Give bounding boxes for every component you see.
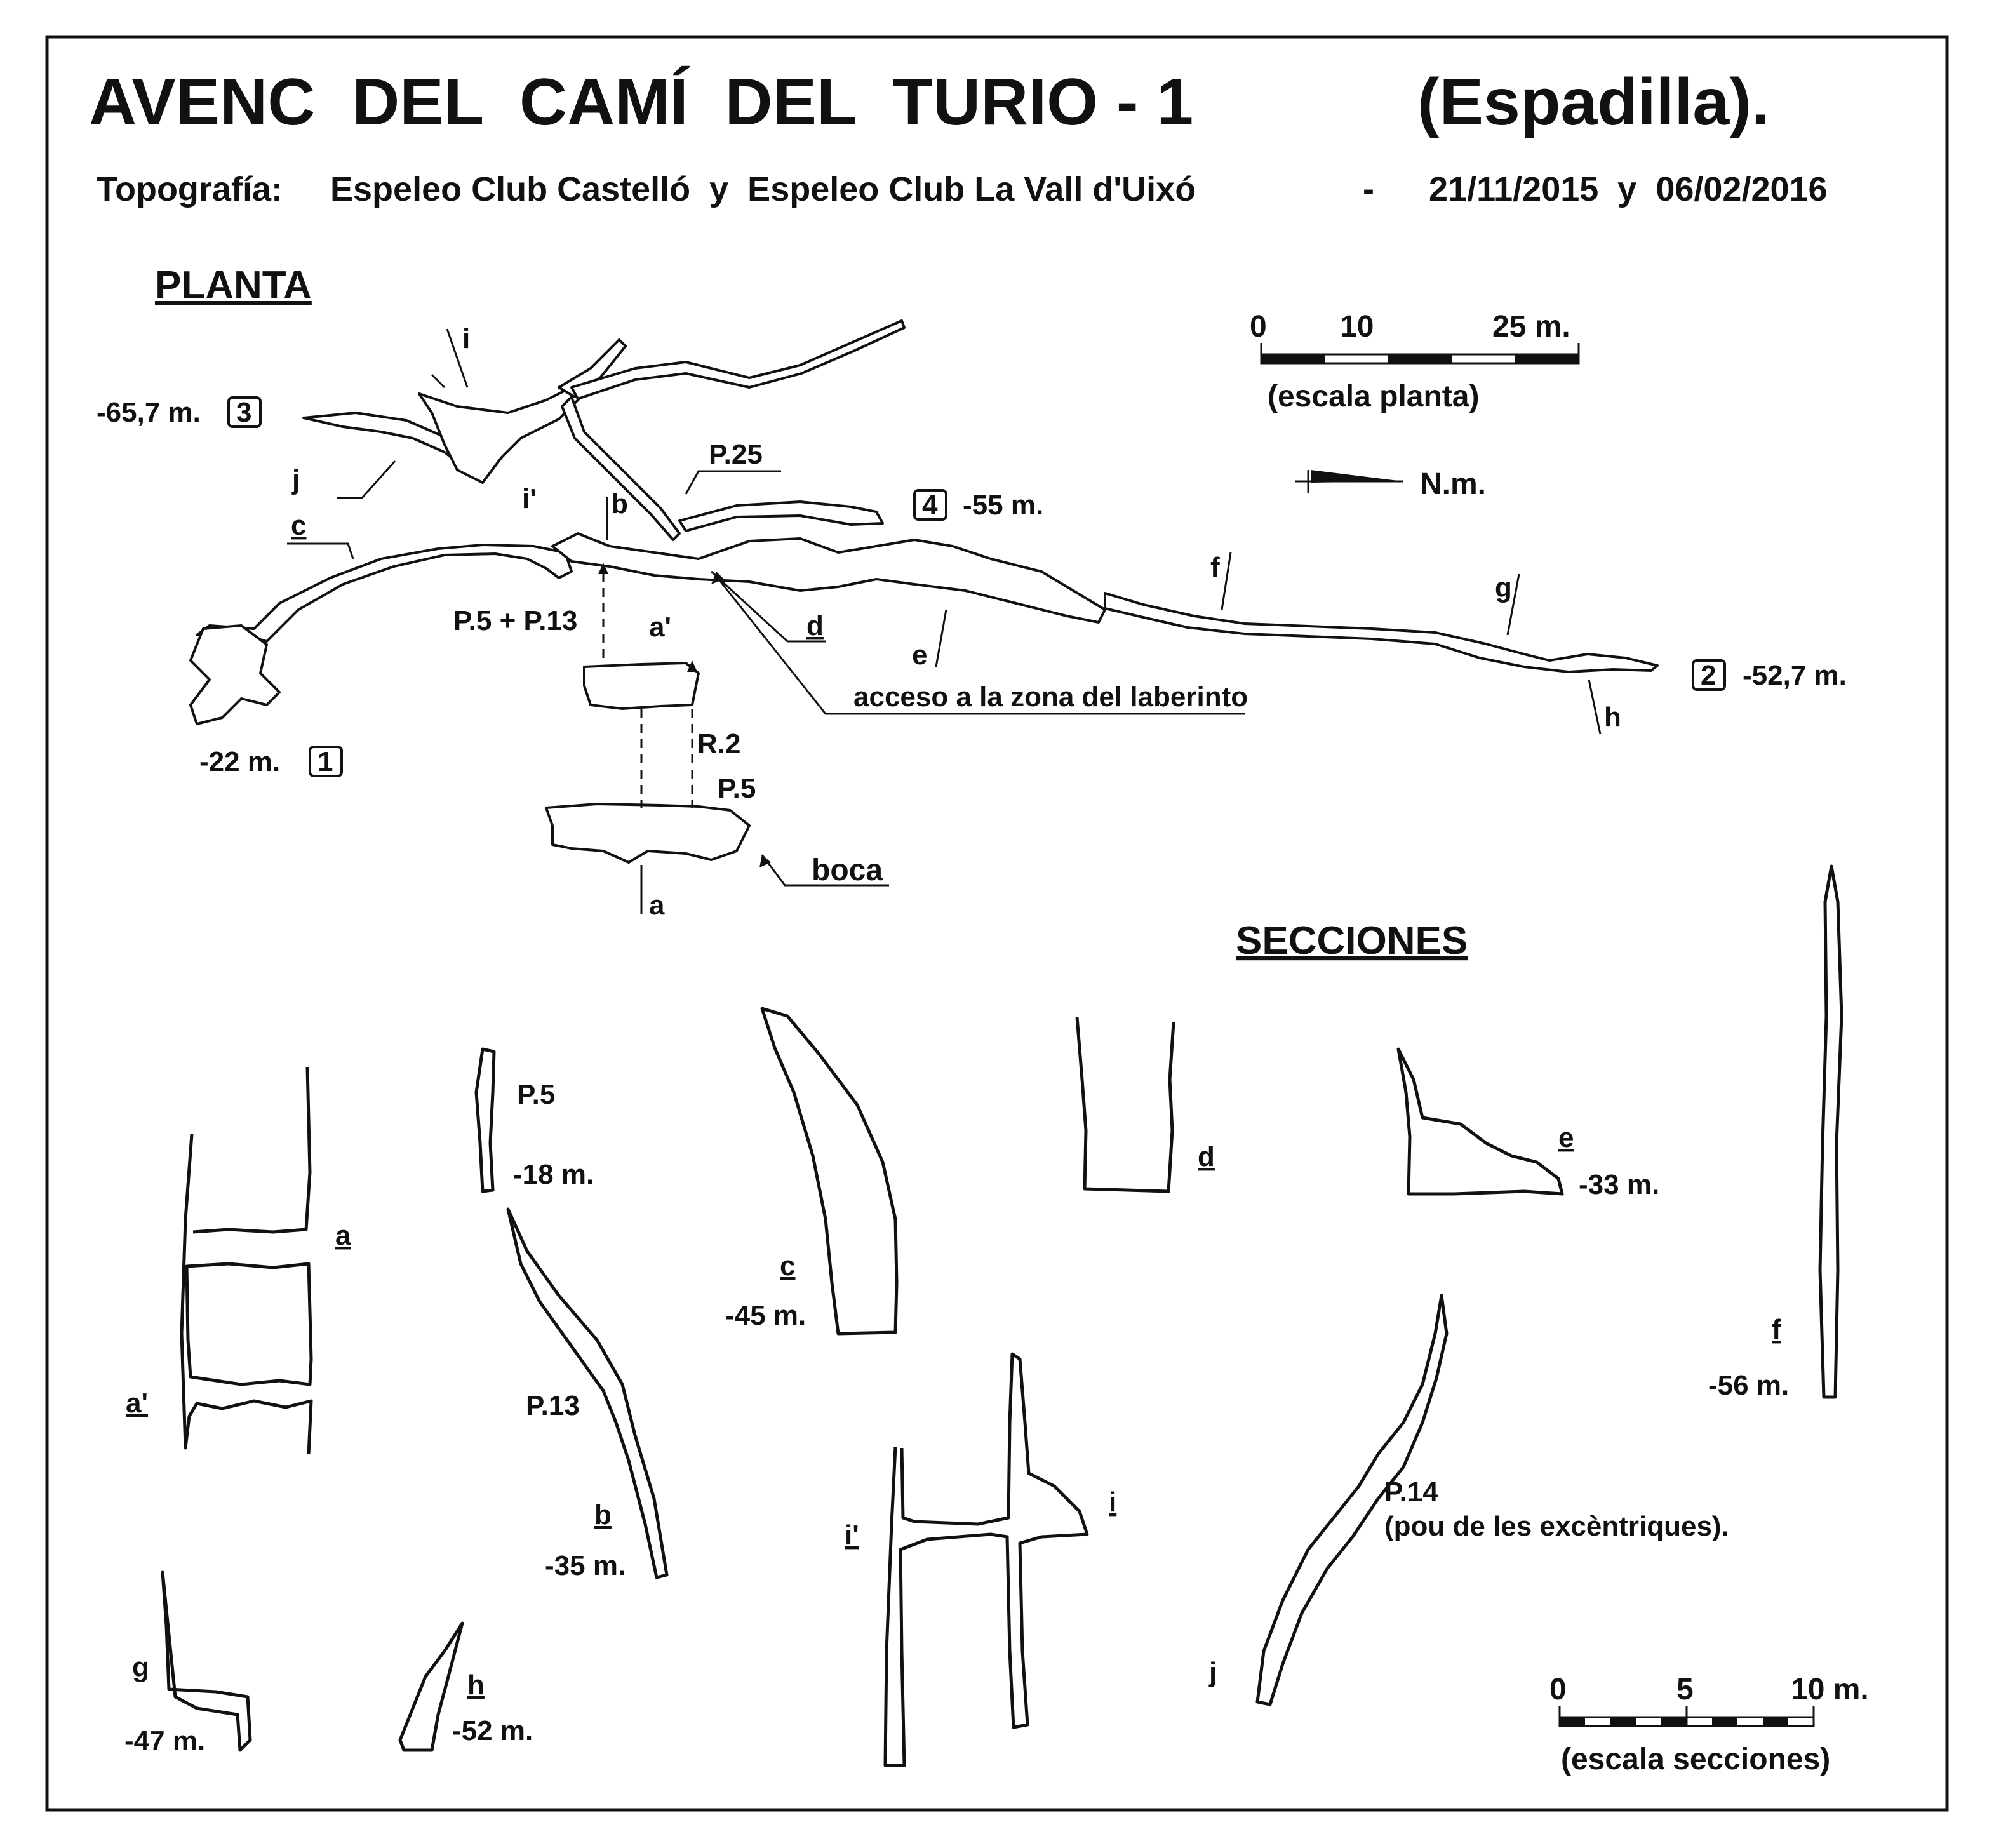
plan-mark-g: g	[1495, 572, 1512, 603]
plan-annotation-lines	[287, 328, 1602, 914]
passage-upper-maze	[418, 386, 585, 484]
survey-title-alt: (Espadilla).	[1417, 65, 1770, 139]
section-label-f: f	[1772, 1314, 1781, 1345]
credits-dates: 21/11/2015 y 06/02/2016	[1429, 170, 1828, 208]
section-g	[161, 1570, 252, 1752]
section-h	[398, 1621, 464, 1752]
passage-upper-long-branch	[570, 319, 906, 400]
plan-mark-a-prime: a'	[649, 612, 671, 643]
sections-heading: SECCIONES	[1236, 919, 1468, 963]
passage-station-4-branch	[678, 500, 884, 532]
svg-text:3: 3	[236, 397, 251, 428]
station-2-marker: 2	[1692, 659, 1726, 691]
passage-entrance-level	[545, 803, 751, 864]
survey-title: AVENC DEL CAMÍ DEL TURIO - 1	[89, 65, 1193, 139]
section-label-e-depth: -33 m.	[1579, 1169, 1659, 1200]
plan-scale-tick-10: 10	[1340, 310, 1374, 344]
sections-scale-caption: (escala secciones)	[1561, 1743, 1830, 1776]
credits-label: Topografía:	[97, 170, 283, 208]
plan-scale-tick-0: 0	[1250, 310, 1267, 344]
section-label-p5: P.5	[517, 1079, 555, 1110]
section-label-a: a	[335, 1220, 351, 1251]
section-e	[1396, 1047, 1564, 1196]
plan-scale-tick-25: 25 m.	[1492, 310, 1570, 344]
station-2-depth: -52,7 m.	[1743, 660, 1847, 691]
section-f	[1818, 864, 1843, 1399]
passage-main-gallery-west	[196, 544, 573, 643]
sections-scale-tick-10: 10 m.	[1791, 1673, 1869, 1706]
passage-northwest-branch	[558, 338, 627, 398]
section-d	[1075, 1017, 1175, 1193]
plan-scale-bar	[1260, 343, 1580, 365]
svg-text:1: 1	[318, 746, 333, 777]
plan-note-labyrinth: acceso a la zona del laberinto	[853, 681, 1248, 713]
section-label-b-depth: -35 m.	[545, 1550, 626, 1581]
plan-note-p25: P.25	[709, 439, 763, 470]
section-label-h-depth: -52 m.	[452, 1715, 533, 1746]
section-label-c: c	[780, 1250, 795, 1282]
section-label-c-depth: -45 m.	[725, 1300, 806, 1331]
plan-note-entrance: boca	[812, 854, 883, 887]
section-label-p14: P.14	[1384, 1476, 1438, 1508]
section-label-p14-note: (pou de les excèntriques).	[1384, 1511, 1729, 1542]
section-label-b: b	[594, 1499, 612, 1530]
sheet-border	[45, 35, 1949, 1812]
sections-scale-tick-0: 0	[1549, 1673, 1567, 1706]
plan-note-p5-p13: P.5 + P.13	[453, 605, 577, 636]
section-drawings	[161, 864, 1843, 1767]
section-a-a-prime	[180, 1066, 313, 1455]
section-label-p13: P.13	[526, 1390, 580, 1421]
passage-intermediate-level	[583, 662, 700, 710]
plan-mark-b: b	[611, 488, 628, 519]
section-i-i-prime	[883, 1352, 1089, 1767]
section-label-j: j	[1208, 1657, 1217, 1688]
station-4-depth: -55 m.	[963, 490, 1043, 521]
plan-mark-j: j	[291, 464, 300, 495]
credits-authors: Espeleo Club Castelló y Espeleo Club La …	[330, 170, 1196, 208]
passage-station-1-chamber	[189, 624, 281, 725]
section-label-p5-depth: -18 m.	[513, 1159, 594, 1190]
north-arrow-icon	[1295, 470, 1403, 493]
section-label-f-depth: -56 m.	[1708, 1370, 1789, 1401]
north-arrow-label: N.m.	[1420, 467, 1486, 501]
section-label-i-prime: i'	[845, 1520, 859, 1551]
section-label-g: g	[132, 1652, 149, 1683]
plan-mark-f: f	[1210, 552, 1220, 583]
plan-note-r2: R.2	[697, 728, 740, 760]
passage-to-p25	[561, 396, 681, 541]
passage-main-gallery-east	[1104, 592, 1659, 673]
station-3-marker: 3	[227, 396, 262, 428]
svg-text:4: 4	[922, 490, 938, 521]
plan-mark-i-prime: i'	[522, 483, 537, 514]
section-j	[1255, 1294, 1449, 1706]
section-label-d: d	[1198, 1141, 1215, 1172]
station-1-depth: -22 m.	[199, 746, 280, 777]
station-1-marker: 1	[309, 746, 343, 777]
credits-separator: -	[1363, 170, 1374, 208]
plan-passages	[189, 319, 1659, 864]
section-label-i: i	[1109, 1487, 1116, 1518]
section-label-e: e	[1558, 1122, 1574, 1153]
svg-text:2: 2	[1701, 660, 1716, 691]
section-b	[506, 1207, 669, 1579]
section-c	[760, 1007, 899, 1336]
plan-mark-i: i	[462, 323, 470, 354]
sections-scale-bar	[1558, 1706, 1815, 1727]
plan-mark-c: c	[291, 510, 306, 541]
plan-note-p5: P.5	[718, 773, 756, 804]
section-label-a-prime: a'	[126, 1388, 148, 1419]
plan-mark-a: a	[649, 890, 665, 921]
section-label-h: h	[467, 1670, 485, 1701]
section-p5	[474, 1047, 496, 1193]
plan-scale-caption: (escala planta)	[1268, 380, 1479, 413]
plan-heading: PLANTA	[155, 264, 312, 307]
plan-mark-d: d	[806, 610, 824, 641]
station-3-depth: -65,7 m.	[97, 397, 201, 428]
section-label-g-depth: -47 m.	[124, 1725, 205, 1757]
plan-mark-h: h	[1604, 702, 1621, 733]
plan-mark-e: e	[912, 639, 927, 671]
station-4-marker: 4	[913, 489, 947, 521]
sections-scale-tick-5: 5	[1676, 1673, 1694, 1706]
